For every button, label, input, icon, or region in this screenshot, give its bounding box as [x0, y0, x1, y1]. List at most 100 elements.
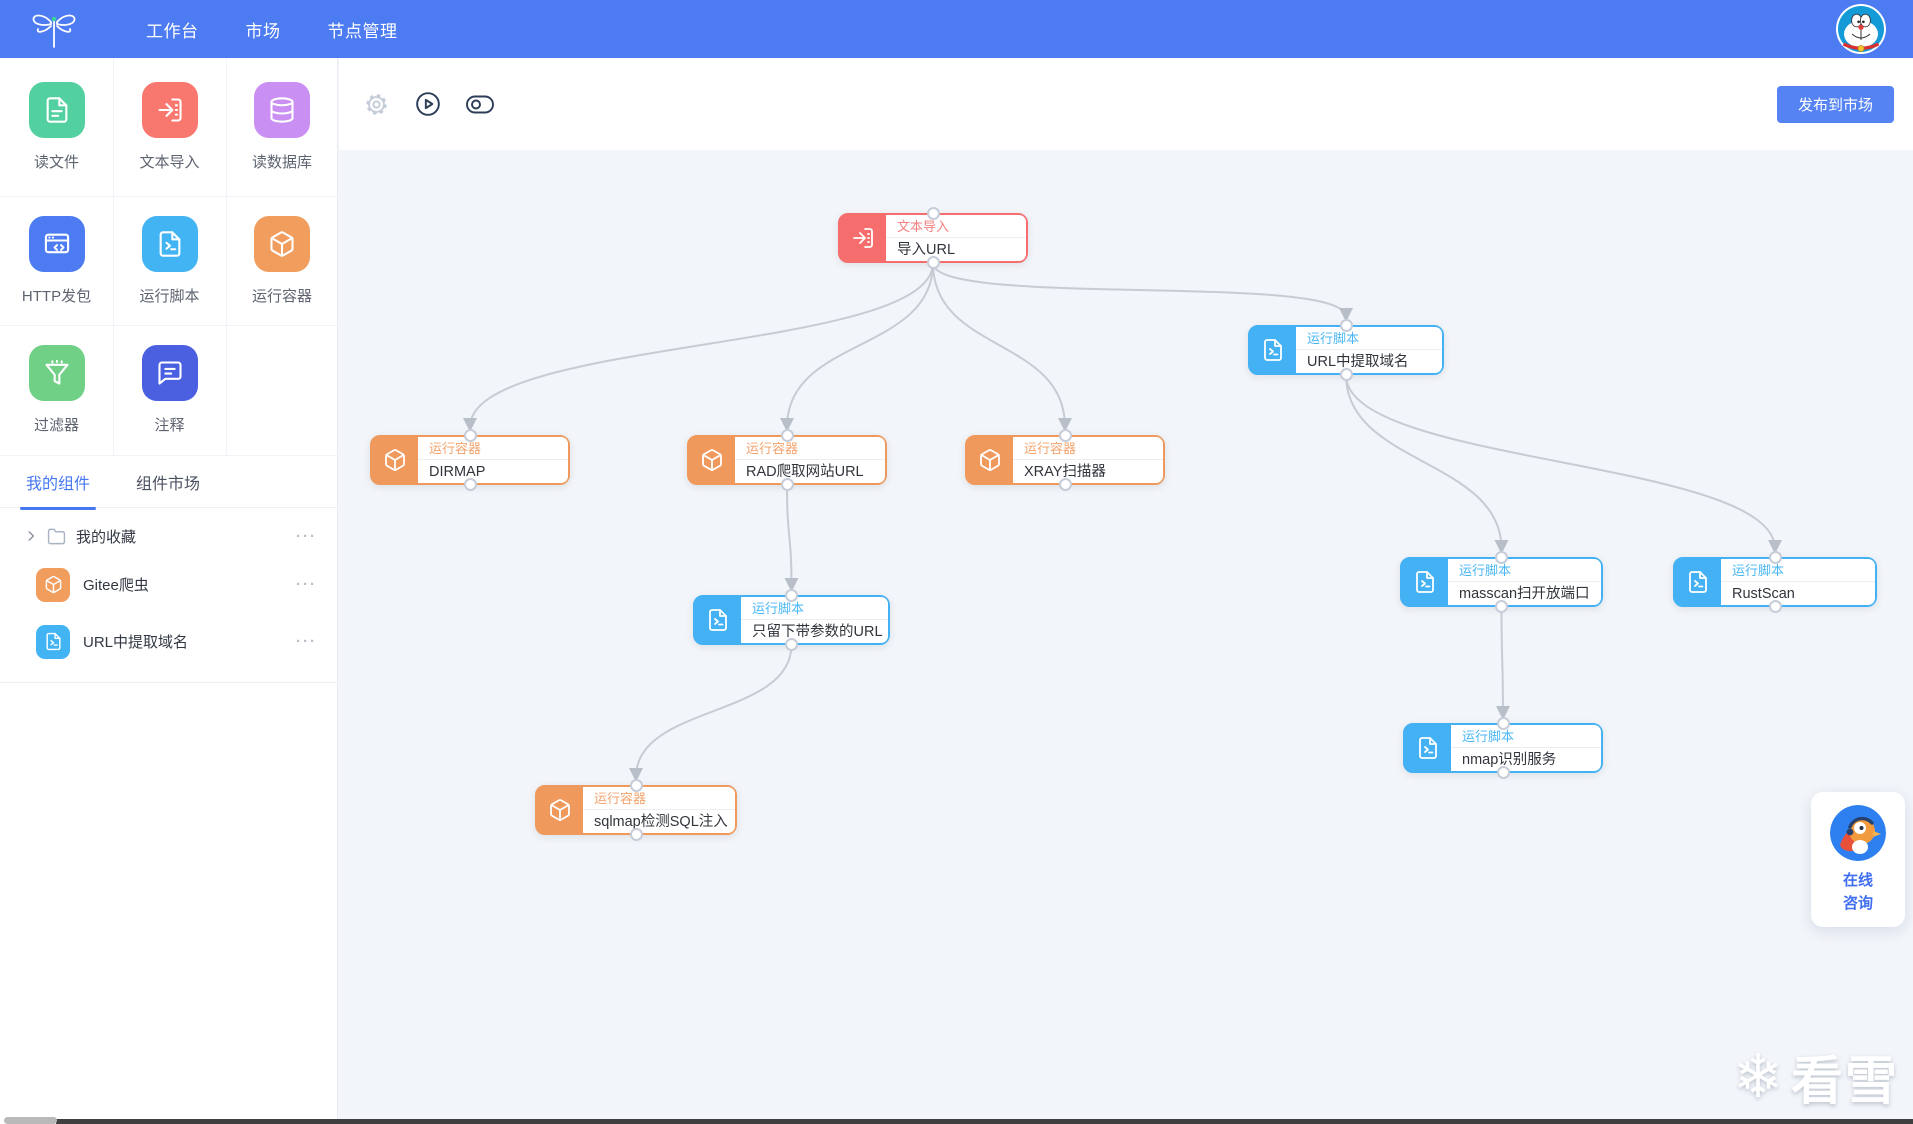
component-tree: 我的收藏 ··· Gitee爬虫 ··· URL中提取域名 ···	[0, 508, 337, 683]
palette-component-label: 注释	[154, 417, 185, 434]
node-type-icon	[689, 437, 735, 483]
tree-folder-label: 我的收藏	[76, 528, 137, 546]
node-name-label: 只留下带参数的URL	[752, 624, 883, 640]
input-port[interactable]	[1058, 429, 1072, 442]
palette-component[interactable]: HTTP发包	[0, 196, 113, 325]
more-options-icon[interactable]: ···	[296, 527, 317, 545]
palette-component[interactable]: 读文件	[0, 58, 113, 196]
output-port[interactable]	[1058, 478, 1072, 491]
node-type-label: 运行容器	[735, 437, 885, 460]
tree-component-item[interactable]: Gitee爬虫 ···	[0, 556, 337, 613]
input-port[interactable]	[463, 429, 477, 442]
component-type-icon	[36, 624, 70, 659]
node-type-label: 文本导入	[886, 215, 1026, 238]
palette-component[interactable]: 文本导入	[113, 58, 226, 196]
chevron-right-icon	[24, 529, 38, 543]
palette-component-label: 读数据库	[251, 154, 312, 171]
workflow-node[interactable]: 运行容器 DIRMAP	[370, 429, 570, 491]
node-type-icon	[1402, 559, 1448, 605]
user-avatar[interactable]	[1835, 3, 1887, 55]
palette-component-label: 读文件	[33, 154, 79, 171]
node-name-label: sqlmap检测SQL注入	[594, 814, 728, 830]
output-port[interactable]	[463, 478, 477, 491]
node-type-label: 运行容器	[418, 437, 568, 460]
workflow-node[interactable]: 运行脚本 只留下带参数的URL	[693, 589, 890, 651]
more-options-icon[interactable]: ···	[296, 633, 317, 650]
node-name-label: XRAY扫描器	[1024, 464, 1106, 480]
nav-menu-item[interactable]: 节点管理	[327, 21, 398, 41]
palette-component-icon	[141, 345, 198, 401]
run-icon[interactable]	[413, 89, 443, 119]
input-port[interactable]	[1495, 551, 1508, 564]
node-name-label: masscan扫开放端口	[1459, 586, 1590, 602]
palette-component[interactable]: 读数据库	[226, 58, 338, 196]
horizontal-scrollbar-track[interactable]	[56, 1119, 1913, 1124]
node-name-label: 导入URL	[897, 242, 956, 258]
input-port[interactable]	[1768, 551, 1782, 564]
sidebar-tabs: 我的组件 组件市场	[0, 455, 337, 510]
workflow-node[interactable]: 运行脚本 nmap识别服务	[1403, 717, 1603, 779]
output-port[interactable]	[780, 478, 794, 491]
tree-folder-favorites[interactable]: 我的收藏 ···	[0, 516, 337, 556]
tree-component-item[interactable]: URL中提取域名 ···	[0, 613, 337, 670]
output-port[interactable]	[926, 256, 940, 269]
node-type-icon	[967, 437, 1013, 483]
output-port[interactable]	[1339, 368, 1353, 381]
output-port[interactable]	[1496, 766, 1510, 779]
edge-layer	[463, 262, 1782, 782]
workflow-node[interactable]: 运行容器 RAD爬取网站URL	[687, 429, 887, 491]
workflow-node[interactable]: 运行脚本 RustScan	[1673, 551, 1877, 613]
tree-component-label: Gitee爬虫	[83, 577, 149, 594]
support-label-line1: 在线	[1842, 872, 1873, 889]
sidebar-tab[interactable]: 组件市场	[136, 475, 201, 493]
palette-component[interactable]: 运行脚本	[113, 196, 226, 325]
node-type-icon	[1250, 327, 1296, 373]
node-name-label: RustScan	[1732, 586, 1795, 602]
node-type-icon	[537, 787, 583, 833]
nav-menu-item[interactable]: 市场	[245, 21, 281, 41]
input-port[interactable]	[1339, 319, 1353, 332]
online-support-widget[interactable]: 在线 咨询	[1811, 792, 1905, 927]
settings-icon[interactable]	[361, 89, 391, 119]
support-mascot-icon	[1830, 805, 1886, 861]
output-port[interactable]	[1495, 600, 1508, 613]
palette-component[interactable]: 运行容器	[226, 196, 338, 325]
workflow-node[interactable]: 运行容器 sqlmap检测SQL注入	[535, 779, 737, 841]
output-port[interactable]	[629, 828, 643, 841]
palette-component-icon	[28, 345, 85, 401]
input-port[interactable]	[926, 207, 940, 220]
publish-to-market-button[interactable]: 发布到市场	[1776, 85, 1894, 123]
workflow-node[interactable]: 文本导入 导入URL	[838, 207, 1028, 269]
palette-component-icon	[28, 215, 85, 272]
node-type-icon	[1405, 725, 1451, 771]
workflow-node[interactable]: 运行脚本 URL中提取域名	[1248, 319, 1444, 381]
folder-icon	[47, 527, 66, 546]
dragonfly-logo-icon[interactable]	[28, 6, 80, 52]
more-options-icon[interactable]: ···	[296, 576, 317, 593]
component-palette: 读文件 文本导入 读数据库 HTTP发包	[0, 58, 337, 455]
palette-component-icon	[141, 82, 198, 138]
input-port[interactable]	[629, 779, 643, 792]
nav-menu-item[interactable]: 工作台	[146, 21, 199, 41]
palette-component[interactable]: 过滤器	[0, 325, 113, 455]
sidebar-tab[interactable]: 我的组件	[19, 470, 97, 510]
workflow-canvas[interactable]: 文本导入 导入URL 运行脚本 URL中提取域名 运行容器	[339, 150, 1913, 1124]
node-type-icon	[840, 215, 886, 261]
palette-component-label: 过滤器	[33, 417, 79, 434]
output-port[interactable]	[1768, 600, 1782, 613]
palette-component[interactable]: 注释	[113, 325, 226, 455]
canvas-toolbar: 发布到市场	[339, 58, 1913, 150]
input-port[interactable]	[780, 429, 794, 442]
input-port[interactable]	[785, 589, 798, 602]
toggle-icon[interactable]	[465, 89, 495, 119]
workflow-node[interactable]: 运行容器 XRAY扫描器	[965, 429, 1165, 491]
tree-divider	[0, 682, 337, 683]
workflow-node[interactable]: 运行脚本 masscan扫开放端口	[1400, 551, 1603, 613]
input-port[interactable]	[1496, 717, 1510, 730]
grid-divider	[0, 196, 337, 197]
palette-component-icon	[254, 82, 310, 138]
horizontal-scrollbar-thumb[interactable]	[4, 1117, 57, 1124]
node-type-label: 运行脚本	[1448, 559, 1601, 582]
output-port[interactable]	[785, 638, 798, 651]
grid-divider	[113, 58, 114, 455]
